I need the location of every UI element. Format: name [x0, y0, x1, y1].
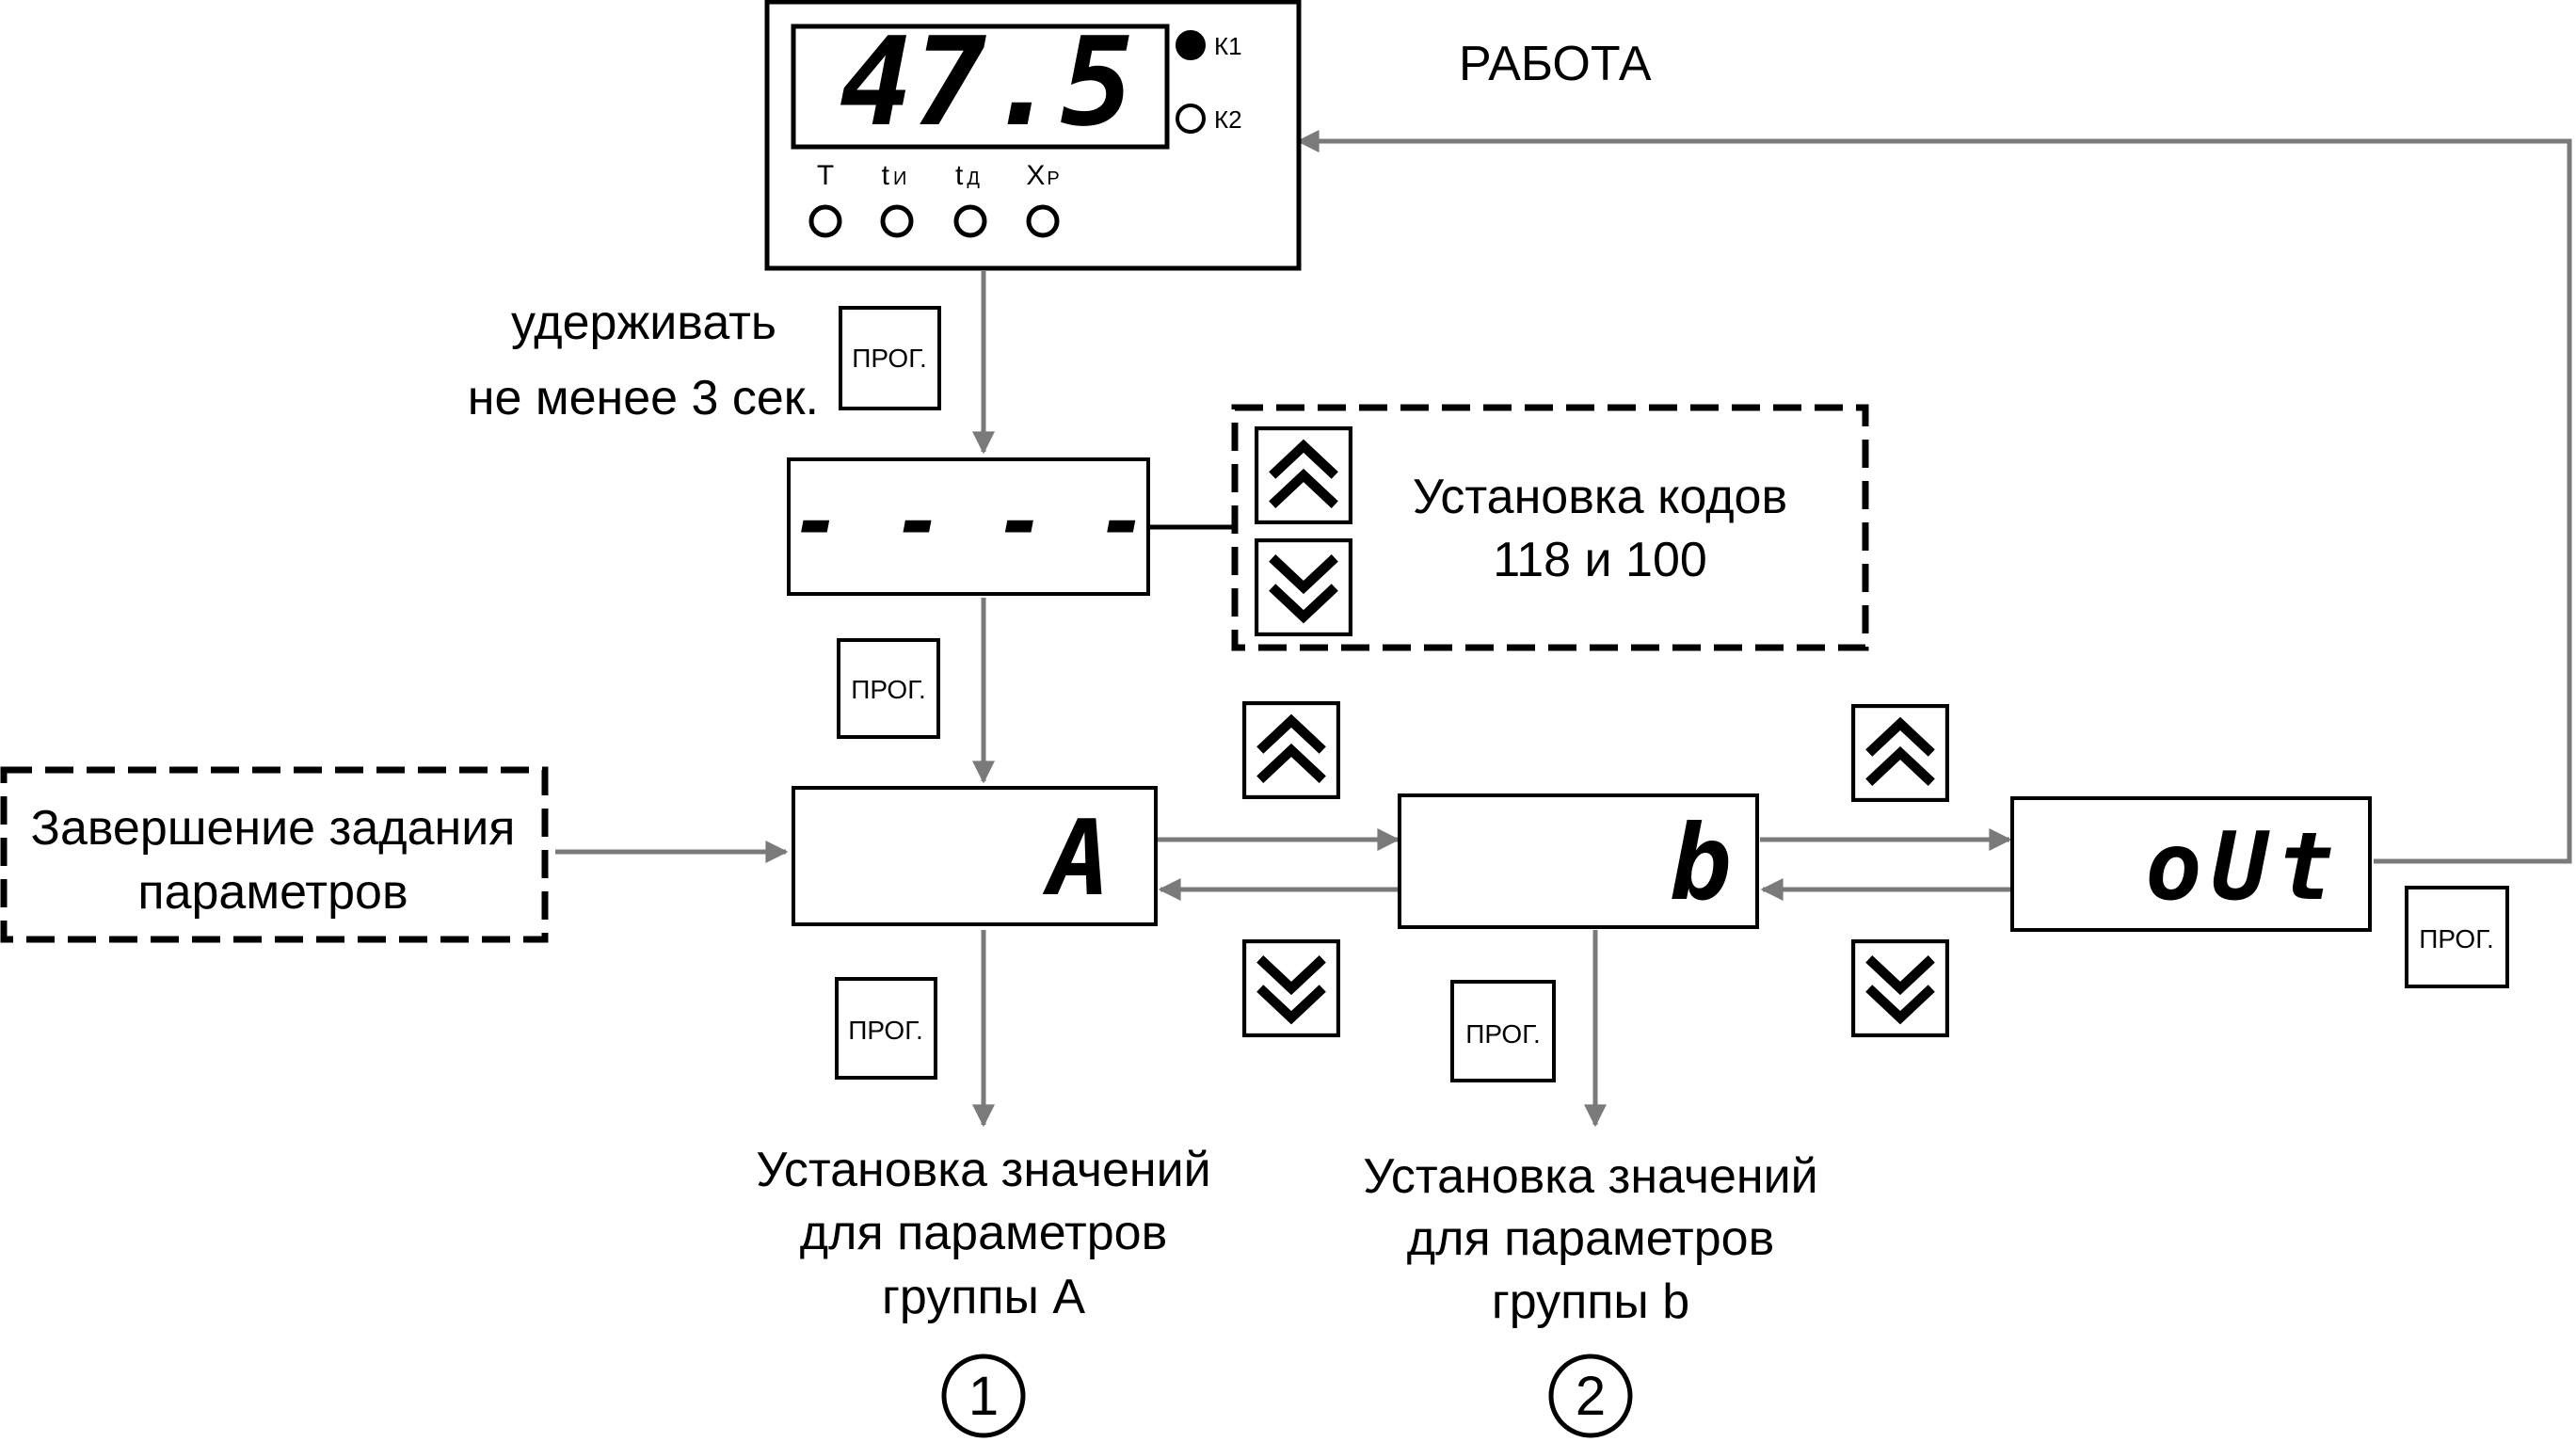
- down-arrow-button-codes[interactable]: [1256, 540, 1351, 634]
- set-b-line2: для параметров: [1407, 1211, 1774, 1266]
- indicator-k1-label: К1: [1214, 32, 1242, 60]
- prog-button-a-label: ПРОГ.: [848, 1016, 923, 1045]
- down-arrow-button-ab[interactable]: [1244, 941, 1338, 1035]
- code-entry-dashes: - - - -: [791, 473, 1147, 571]
- set-b-line3: группы b: [1492, 1274, 1689, 1329]
- finish-line2: параметров: [137, 865, 408, 920]
- code-entry-display: - - - -: [787, 457, 1150, 596]
- hold-label-line1: удерживать: [511, 296, 776, 350]
- a-display: A: [792, 786, 1158, 926]
- indicator-k1: [1176, 30, 1206, 60]
- marker-1: 1: [941, 1354, 1026, 1438]
- finish-box: Завершение задания параметров: [0, 766, 549, 943]
- marker-2-label: 2: [1576, 1366, 1606, 1427]
- set-b-line1: Установка значений: [1363, 1149, 1817, 1204]
- up-arrow-button-codes[interactable]: [1256, 428, 1351, 522]
- led-label-t: T: [817, 160, 834, 191]
- indicator-k2: [1176, 104, 1206, 134]
- finish-line1: Завершение задания: [31, 801, 516, 856]
- hold-label-line2: не менее 3 сек.: [468, 371, 819, 425]
- prog-button-out[interactable]: ПРОГ.: [2405, 886, 2509, 988]
- prog-button-codes-label: ПРОГ.: [851, 675, 926, 704]
- led-t: [808, 204, 842, 238]
- marker-1-label: 1: [968, 1366, 999, 1427]
- out-display: oUt: [2010, 796, 2372, 932]
- code-setting-line2: 118 и 100: [1493, 533, 1707, 587]
- arrow-out-to-device: [1296, 130, 2572, 864]
- led-ti: [880, 204, 914, 238]
- b-display-value: b: [1670, 803, 1732, 923]
- connectors: [555, 130, 2572, 1128]
- set-a-line2: для параметров: [800, 1206, 1167, 1260]
- marker-2: 2: [1548, 1354, 1633, 1438]
- prog-button-hold[interactable]: ПРОГ.: [839, 306, 941, 410]
- led-xp: [1026, 204, 1060, 238]
- set-a-line3: группы А: [882, 1270, 1085, 1324]
- prog-button-hold-label: ПРОГ.: [852, 344, 927, 373]
- code-setting-line1: Установка кодов: [1413, 470, 1787, 524]
- b-display: b: [1398, 793, 1759, 929]
- set-a-label: Установка значений для параметров группы…: [756, 1143, 1210, 1324]
- set-a-line1: Установка значений: [756, 1143, 1210, 1197]
- set-b-label: Установка значений для параметров группы…: [1363, 1149, 1817, 1329]
- device-display-value: 47.5: [840, 10, 1134, 153]
- indicator-k2-label: К2: [1214, 105, 1242, 134]
- prog-button-codes[interactable]: ПРОГ.: [837, 638, 940, 739]
- device-display: [791, 24, 1170, 150]
- prog-button-a[interactable]: ПРОГ.: [835, 977, 937, 1080]
- led-td: [953, 204, 987, 238]
- prog-button-b-label: ПРОГ.: [1465, 1019, 1541, 1049]
- up-arrow-button-ab[interactable]: [1244, 703, 1338, 797]
- out-display-value: oUt: [2145, 811, 2344, 921]
- up-arrow-button-bout[interactable]: [1853, 706, 1947, 800]
- prog-button-out-label: ПРОГ.: [2419, 924, 2494, 953]
- down-arrow-button-bout[interactable]: [1853, 941, 1947, 1035]
- a-display-value: A: [1042, 798, 1111, 919]
- prog-button-b[interactable]: ПРОГ.: [1450, 980, 1556, 1082]
- work-label: РАБОТА: [1459, 37, 1652, 91]
- code-setting-box: Установка кодов 118 и 100: [1231, 404, 1869, 651]
